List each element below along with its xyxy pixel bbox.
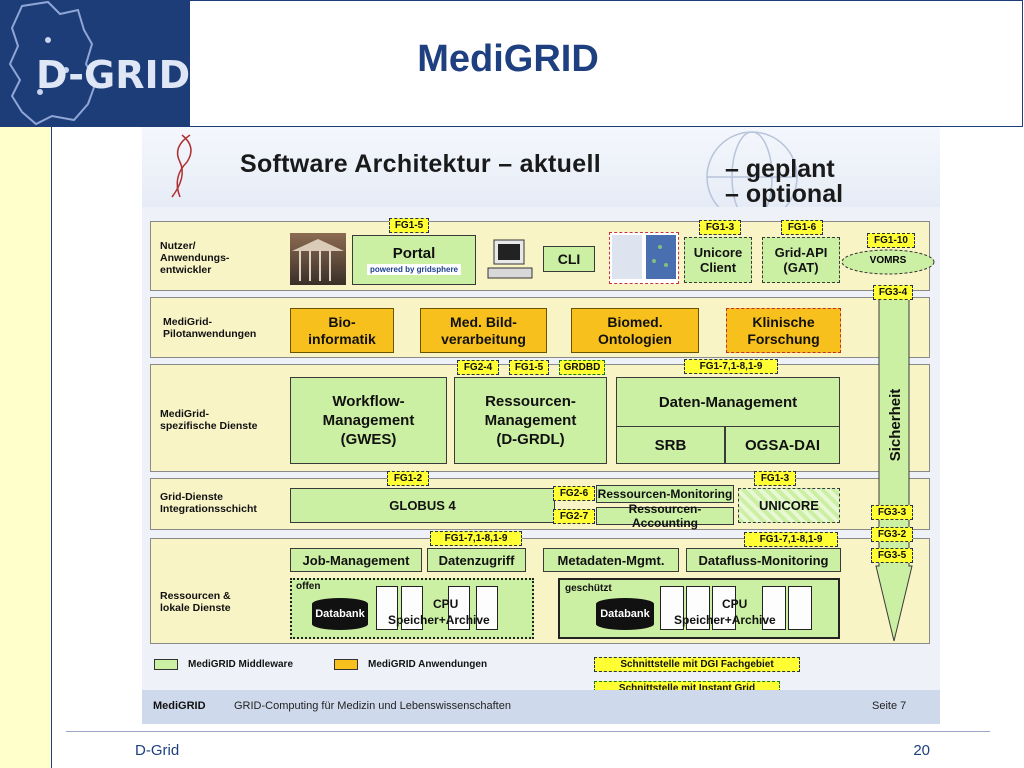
tag-fg1-789-a: FG1-7,1-8,1-9	[684, 359, 778, 374]
res-accounting-box: Ressourcen-Accounting	[596, 502, 734, 530]
dna-icon	[171, 134, 192, 198]
slide-title: MediGRID	[417, 38, 599, 80]
tag-grdbd: GRDBD	[559, 360, 605, 375]
layer-label-pilot: MediGrid- Pilotanwendungen	[163, 316, 257, 340]
server-icon	[476, 586, 498, 630]
ontologien-box: Biomed. Ontologien	[571, 308, 699, 353]
legend-swatch-anwendungen	[334, 659, 358, 670]
vomrs-cloud	[841, 249, 935, 275]
image-footer-page: Seite 7	[872, 700, 907, 712]
layer-label-ressourcen: Ressourcen & lokale Dienste	[160, 590, 231, 614]
image-heading: Software Architektur – aktuell	[240, 150, 601, 178]
page-number: 20	[913, 742, 930, 759]
grid-api-box: Grid-API (GAT)	[762, 237, 840, 283]
unicore-box: UNICORE	[738, 488, 840, 523]
databank-geschuetzt: Databank	[596, 598, 654, 630]
geschuetzt-label: geschützt	[565, 583, 612, 594]
image-header	[142, 127, 940, 223]
res-monitoring-box: Ressourcen-Monitoring	[596, 485, 734, 503]
tag-fg1-10: FG1-10	[867, 233, 915, 248]
title-area	[190, 0, 1023, 127]
heading-optional: – optional	[725, 180, 844, 208]
client-screenshot	[609, 232, 679, 284]
tag-fg1-789-b: FG1-7,1-8,1-9	[430, 531, 522, 546]
cpu-label-geschuetzt: CPU	[722, 597, 748, 611]
tag-fg1-789-c: FG1-7,1-8,1-9	[744, 532, 838, 547]
portal-label: Portal	[392, 245, 436, 262]
tag-fg3-4: FG3-4	[873, 285, 913, 300]
workflow-box: Workflow- Management (GWES)	[290, 377, 447, 464]
layer-label-dienste: MediGrid- spezifische Dienste	[160, 408, 258, 432]
building-photo	[290, 233, 346, 285]
heading-geplant: – geplant	[725, 155, 835, 183]
image-footer-brand: MediGRID	[153, 700, 206, 712]
image-footer-subtitle: GRID-Computing für Medizin und Lebenswis…	[234, 700, 511, 712]
logo-wordmark: D-GRID	[36, 53, 190, 97]
image-footer	[142, 690, 940, 724]
vomrs-label: VOMRS	[869, 255, 907, 266]
metadaten-box: Metadaten-Mgmt.	[543, 548, 679, 572]
server-icon	[762, 586, 786, 630]
tag-fg1-6: FG1-6	[781, 220, 823, 235]
ressourcen-mgmt-box: Ressourcen- Management (D-GRDL)	[454, 377, 607, 464]
tag-fg2-7: FG2-7	[553, 509, 595, 524]
server-icon	[686, 586, 710, 630]
legend-dgi: Schnittstelle mit DGI Fachgebiet	[594, 657, 800, 672]
databank-offen: Databank	[312, 598, 368, 630]
tag-fg3-3: FG3-3	[871, 505, 913, 520]
sicherheit-label: Sicherheit	[886, 388, 904, 462]
speicher-label-offen: Speicher+Archive	[388, 613, 490, 627]
layer-label-nutzer: Nutzer/ Anwendungs- entwickler	[160, 240, 230, 276]
cpu-label-offen: CPU	[433, 597, 459, 611]
unicore-client-box: Unicore Client	[684, 237, 752, 283]
germany-map-icon: D-GRID	[8, 0, 190, 126]
speicher-label-geschuetzt: Speicher+Archive	[674, 613, 776, 627]
tag-fg2-6: FG2-6	[553, 486, 595, 501]
tag-fg1-5-b: FG1-5	[509, 360, 549, 375]
bioinformatik-box: Bio- informatik	[290, 308, 394, 353]
layer-label-integration: Grid-Dienste Integrationsschicht	[160, 491, 257, 515]
tag-fg1-2: FG1-2	[387, 471, 429, 486]
tag-fg1-3: FG1-3	[699, 220, 741, 235]
computer-icon	[487, 239, 533, 279]
server-icon	[376, 586, 398, 630]
bildverarbeitung-box: Med. Bild- verarbeitung	[420, 308, 547, 353]
gridsphere-label: powered by gridsphere	[366, 264, 462, 275]
server-icon	[660, 586, 684, 630]
datenfluss-box: Datafluss-Monitoring	[686, 548, 841, 572]
left-strip	[0, 127, 52, 768]
sicherheit-arrow	[875, 297, 913, 642]
d-grid-logo: D-GRID	[0, 0, 190, 127]
globus-box: GLOBUS 4	[290, 488, 555, 523]
ogsa-dai-box: OGSA-DAI	[725, 426, 840, 464]
footer-label: D-Grid	[135, 742, 180, 759]
tag-fg1-5: FG1-5	[389, 218, 429, 233]
daten-mgmt-box: Daten-Management	[616, 377, 840, 427]
server-icon	[712, 586, 736, 630]
srb-box: SRB	[616, 426, 725, 464]
legend-middleware: MediGRID Middleware	[188, 659, 294, 670]
server-icon	[401, 586, 423, 630]
job-mgmt-box: Job-Management	[290, 548, 422, 572]
footer-divider	[66, 731, 990, 732]
legend-anwendungen: MediGRID Anwendungen	[368, 659, 488, 670]
offen-label: offen	[296, 581, 321, 592]
legend-swatch-middleware	[154, 659, 178, 670]
tag-fg2-4: FG2-4	[457, 360, 499, 375]
tag-fg3-2: FG3-2	[871, 527, 913, 542]
cli-box: CLI	[543, 246, 595, 272]
tag-fg3-5: FG3-5	[871, 548, 913, 563]
server-icon	[448, 586, 470, 630]
portal-box: Portal powered by gridsphere	[352, 235, 476, 285]
server-icon	[788, 586, 812, 630]
klinische-box: Klinische Forschung	[726, 308, 841, 353]
tag-fg1-3-b: FG1-3	[754, 471, 796, 486]
datenzugriff-box: Datenzugriff	[427, 548, 526, 572]
